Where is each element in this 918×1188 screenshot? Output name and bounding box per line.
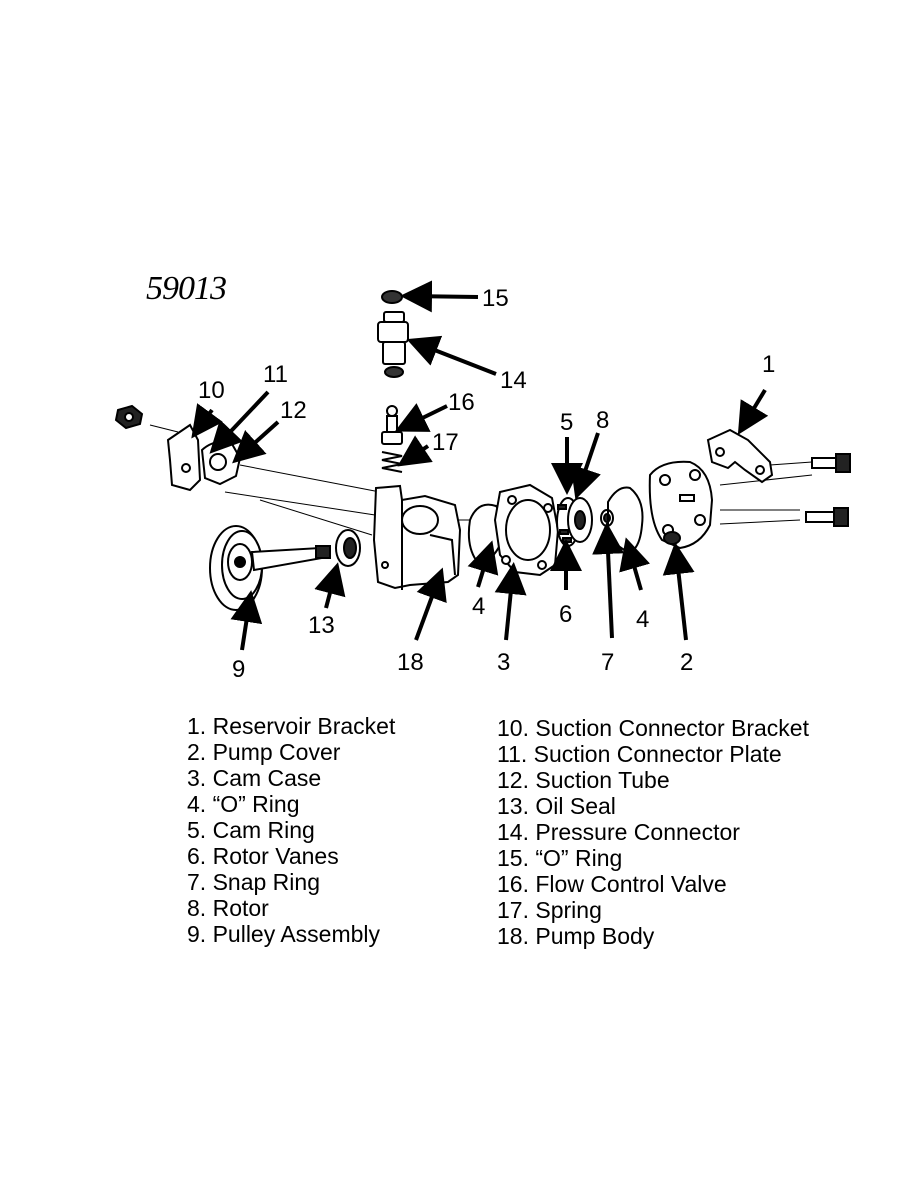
legend-item-number: 11.	[497, 741, 528, 767]
callout-16: 16	[448, 389, 475, 416]
callout-12: 12	[280, 397, 307, 424]
oil-seal	[335, 529, 361, 567]
callout-1: 1	[762, 351, 775, 378]
legend-item-number: 16.	[497, 871, 529, 897]
callout-labels: 15 14 1 10 11 12 16 17 5 8 13 9 18 4 3 6…	[198, 285, 775, 683]
callout-8: 8	[596, 407, 609, 434]
bolt-right-lower	[805, 507, 849, 527]
legend-item-number: 15.	[497, 845, 529, 871]
pump-cover	[648, 460, 714, 550]
figure-id: 59013	[146, 270, 227, 307]
legend-item-number: 6.	[187, 843, 207, 869]
callout-2: 2	[680, 649, 693, 676]
callout-3: 3	[497, 649, 510, 676]
legend-item: 13. Oil Seal	[497, 793, 809, 819]
legend-item-label: Pump Cover	[212, 739, 341, 765]
legend-item: 1. Reservoir Bracket	[187, 713, 395, 739]
callout-5: 5	[560, 409, 573, 436]
callout-10: 10	[198, 377, 225, 404]
legend-item-label: Suction Connector Bracket	[535, 715, 809, 741]
legend-item-number: 17.	[497, 897, 529, 923]
legend-item-number: 5.	[187, 817, 207, 843]
legend-item-number: 9.	[187, 921, 207, 947]
parts-legend-left: 1. Reservoir Bracket 2. Pump Cover 3. Ca…	[187, 713, 395, 947]
callout-4-left: 4	[472, 593, 485, 620]
parts-legend-right: 10. Suction Connector Bracket 11. Suctio…	[497, 715, 809, 949]
bolt-right-upper	[811, 453, 851, 473]
legend-item: 17. Spring	[497, 897, 809, 923]
legend-item-number: 12.	[497, 767, 529, 793]
legend-item: 7. Snap Ring	[187, 869, 395, 895]
legend-item-label: Flow Control Valve	[535, 871, 727, 897]
legend-item: 2. Pump Cover	[187, 739, 395, 765]
legend-item: 15. “O” Ring	[497, 845, 809, 871]
cam-case	[493, 483, 560, 577]
legend-item-label: Pulley Assembly	[212, 921, 381, 947]
callout-18: 18	[397, 649, 424, 676]
callout-14: 14	[500, 367, 527, 394]
callout-15: 15	[482, 285, 509, 312]
pulley-assembly	[209, 525, 331, 611]
callout-9: 9	[232, 656, 245, 683]
legend-item-number: 2.	[187, 739, 207, 765]
legend-item-number: 18.	[497, 923, 529, 949]
callout-17: 17	[432, 429, 459, 456]
legend-item-number: 13.	[497, 793, 529, 819]
legend-item-number: 8.	[187, 895, 207, 921]
flow-control-valve	[381, 405, 403, 445]
bolt-left	[114, 404, 144, 430]
legend-item: 5. Cam Ring	[187, 817, 395, 843]
legend-item-number: 14.	[497, 819, 529, 845]
leader-arrows	[191, 280, 769, 651]
suction-connector-bracket	[166, 423, 202, 492]
legend-item-label: Cam Ring	[212, 817, 315, 843]
legend-item: 10. Suction Connector Bracket	[497, 715, 809, 741]
callout-6: 6	[559, 601, 572, 628]
legend-item-label: Spring	[535, 897, 602, 923]
legend-item: 14. Pressure Connector	[497, 819, 809, 845]
reservoir-bracket	[706, 428, 774, 484]
rotor	[567, 497, 593, 543]
legend-item-label: Suction Connector Plate	[533, 741, 782, 767]
legend-item-label: Rotor	[212, 895, 269, 921]
pump-body	[372, 484, 462, 590]
legend-item-label: “O” Ring	[212, 791, 300, 817]
callout-13: 13	[308, 612, 335, 639]
callout-4-right: 4	[636, 606, 649, 633]
legend-item-label: Snap Ring	[212, 869, 320, 895]
legend-item: 16. Flow Control Valve	[497, 871, 809, 897]
legend-item-label: Suction Tube	[535, 767, 670, 793]
legend-item: 9. Pulley Assembly	[187, 921, 395, 947]
legend-item: 4. “O” Ring	[187, 791, 395, 817]
legend-item-number: 3.	[187, 765, 207, 791]
legend-item-label: Pump Body	[535, 923, 655, 949]
legend-item-label: Rotor Vanes	[212, 843, 339, 869]
legend-item-label: Cam Case	[212, 765, 322, 791]
legend-item-label: Pressure Connector	[535, 819, 740, 845]
pressure-connector	[377, 290, 409, 378]
suction-connector-plate	[200, 441, 242, 486]
callout-7: 7	[601, 649, 614, 676]
legend-item: 11. Suction Connector Plate	[497, 741, 809, 767]
legend-item-label: Oil Seal	[535, 793, 616, 819]
callout-11: 11	[263, 361, 288, 388]
legend-item-number: 1.	[187, 713, 207, 739]
legend-item: 3. Cam Case	[187, 765, 395, 791]
legend-item-number: 4.	[187, 791, 207, 817]
legend-item: 6. Rotor Vanes	[187, 843, 395, 869]
legend-item: 12. Suction Tube	[497, 767, 809, 793]
spring	[381, 451, 403, 473]
legend-item-label: Reservoir Bracket	[212, 713, 396, 739]
legend-item-number: 7.	[187, 869, 207, 895]
legend-item-label: “O” Ring	[535, 845, 623, 871]
legend-item-number: 10.	[497, 715, 529, 741]
legend-item: 8. Rotor	[187, 895, 395, 921]
legend-item: 18. Pump Body	[497, 923, 809, 949]
